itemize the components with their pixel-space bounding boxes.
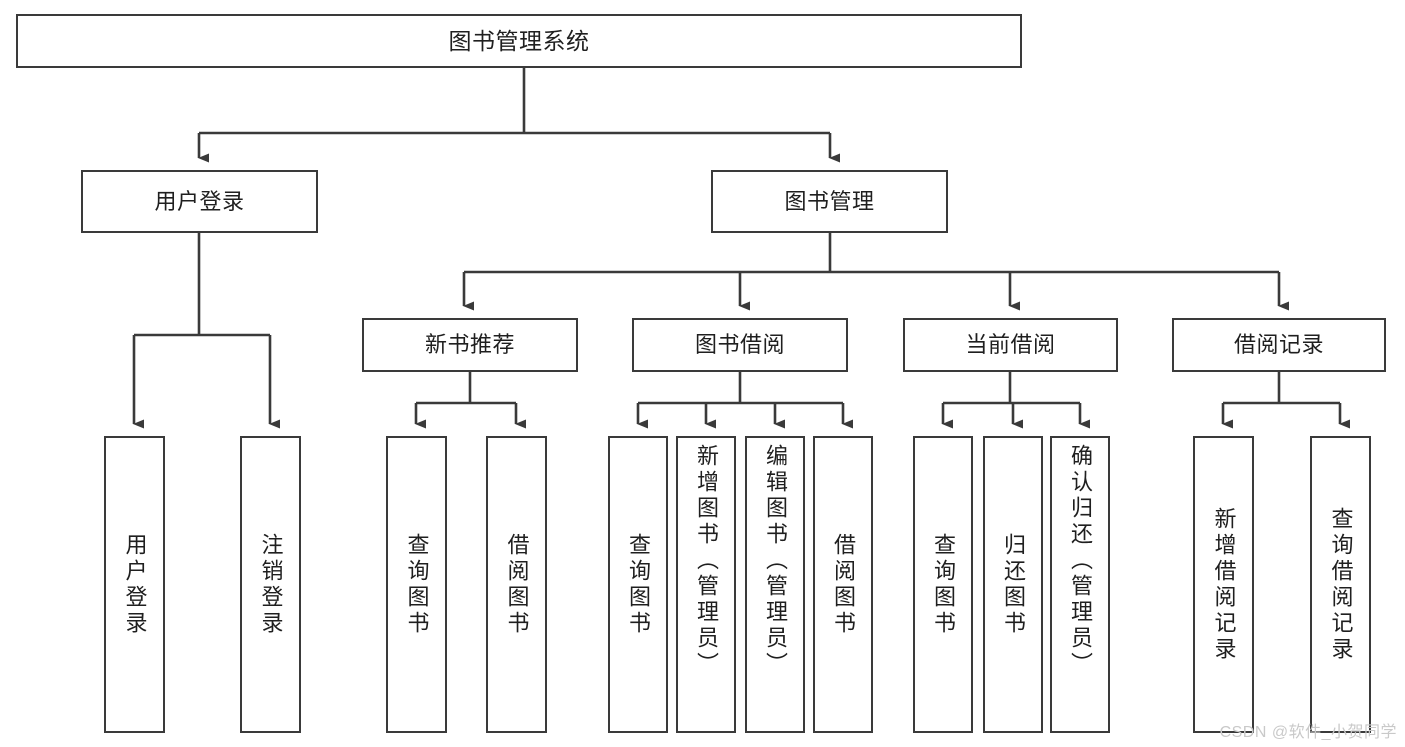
leaf-query-book-current[interactable]: 查询图书: [913, 436, 973, 733]
leaf-edit-book-admin[interactable]: 编辑图书（管理员）: [745, 436, 805, 733]
leaf-add-borrow-record[interactable]: 新增借阅记录: [1193, 436, 1254, 733]
leaf-query-book-recommend[interactable]: 查询图书: [386, 436, 447, 733]
node-label: 查询借阅记录: [1328, 506, 1354, 663]
node-label: 新书推荐: [424, 332, 515, 358]
node-label: 借阅记录: [1233, 332, 1324, 358]
node-label: 归还图书: [1001, 532, 1026, 637]
leaf-borrow-book[interactable]: 借阅图书: [813, 436, 873, 733]
node-borrow-record[interactable]: 借阅记录: [1172, 318, 1386, 372]
node-current-borrow[interactable]: 当前借阅: [903, 318, 1118, 372]
node-book-management[interactable]: 图书管理: [711, 170, 948, 233]
leaf-logout[interactable]: 注销登录: [240, 436, 301, 733]
node-label: 确认归还（管理员）: [1068, 444, 1093, 678]
node-label: 查询图书: [404, 532, 430, 637]
leaf-confirm-return-admin[interactable]: 确认归还（管理员）: [1050, 436, 1110, 733]
node-label: 图书管理: [784, 188, 875, 214]
node-label: 用户登录: [154, 188, 245, 214]
leaf-query-book-borrow[interactable]: 查询图书: [608, 436, 668, 733]
node-label: 图书管理系统: [448, 27, 590, 54]
leaf-add-book-admin[interactable]: 新增图书（管理员）: [676, 436, 736, 733]
node-label: 新增图书（管理员）: [694, 444, 719, 678]
leaf-return-book[interactable]: 归还图书: [983, 436, 1043, 733]
node-label: 用户登录: [122, 532, 148, 637]
node-label: 借阅图书: [831, 532, 856, 637]
node-book-borrow[interactable]: 图书借阅: [632, 318, 848, 372]
node-label: 新增借阅记录: [1211, 506, 1237, 663]
leaf-query-borrow-record[interactable]: 查询借阅记录: [1310, 436, 1371, 733]
node-label: 查询图书: [626, 532, 651, 637]
node-label: 借阅图书: [504, 532, 530, 637]
node-label: 注销登录: [258, 532, 284, 637]
node-new-book-recommend[interactable]: 新书推荐: [362, 318, 578, 372]
leaf-borrow-book-recommend[interactable]: 借阅图书: [486, 436, 547, 733]
node-label: 图书借阅: [694, 332, 785, 358]
node-root-system[interactable]: 图书管理系统: [16, 14, 1022, 68]
node-label: 查询图书: [931, 532, 956, 637]
node-label: 当前借阅: [965, 332, 1056, 358]
leaf-user-login[interactable]: 用户登录: [104, 436, 165, 733]
node-label: 编辑图书（管理员）: [763, 444, 788, 678]
node-user-login[interactable]: 用户登录: [81, 170, 318, 233]
